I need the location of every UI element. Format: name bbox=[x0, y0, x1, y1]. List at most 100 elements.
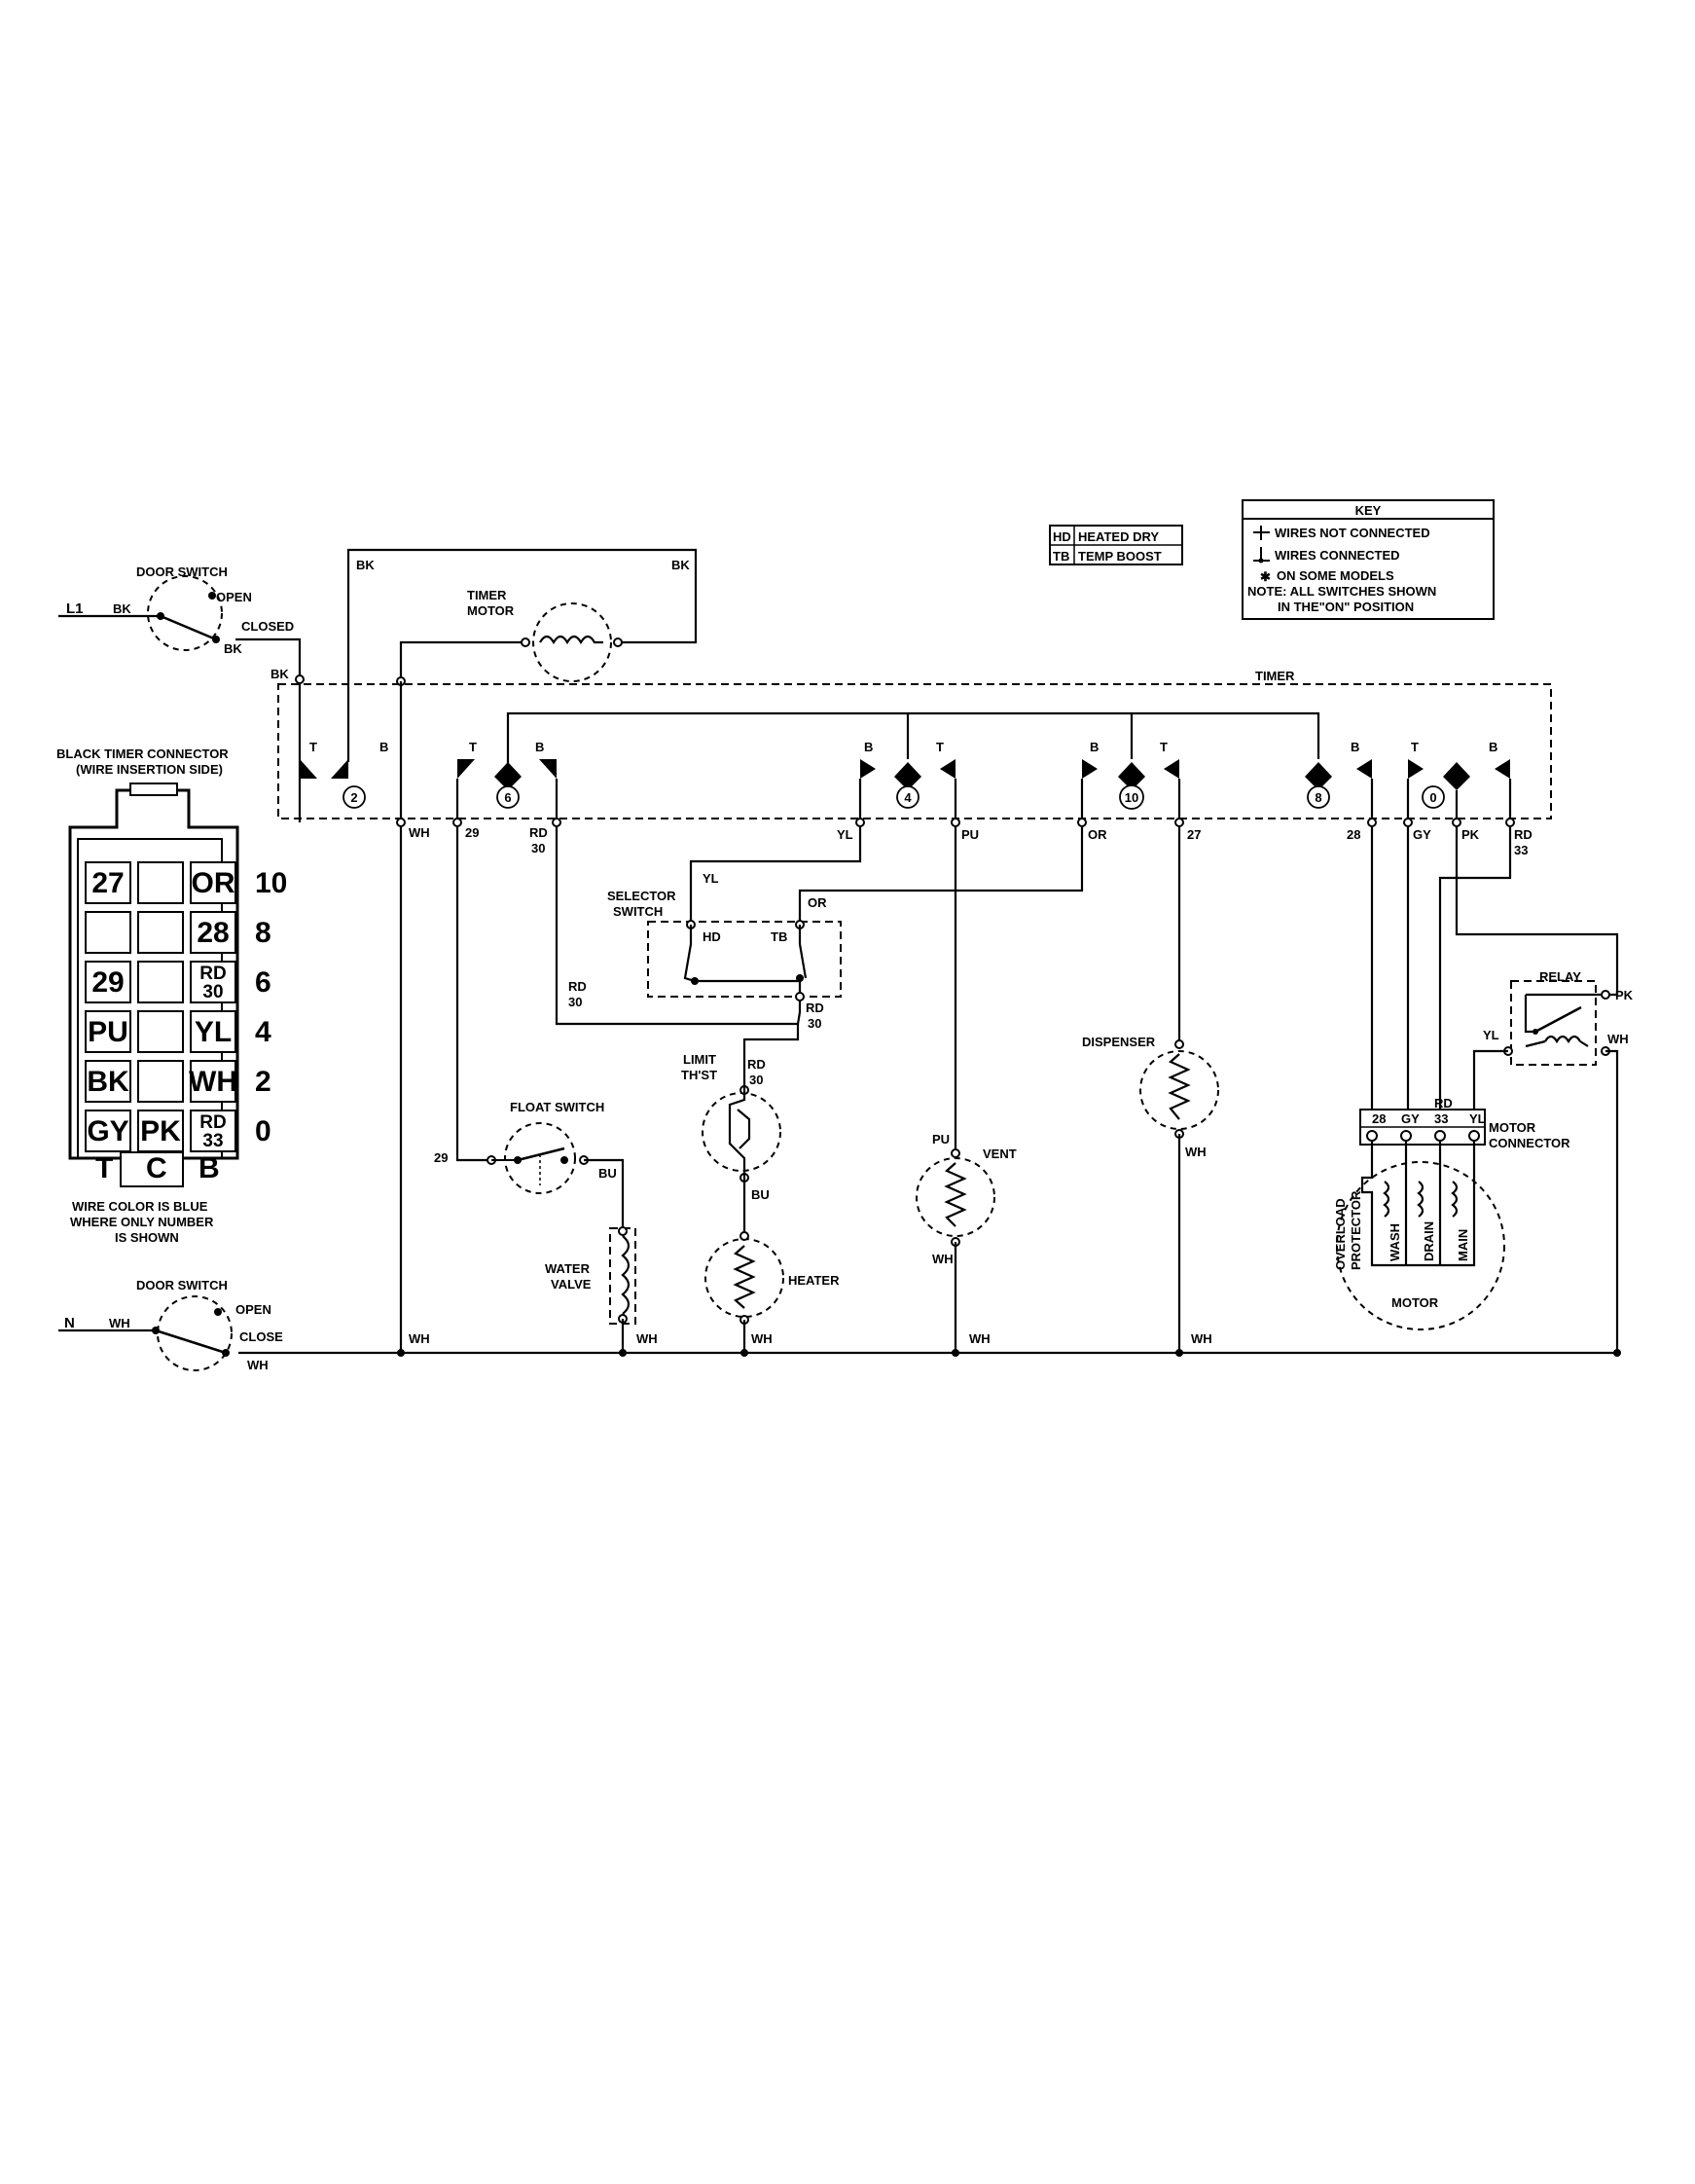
svg-text:IS SHOWN: IS SHOWN bbox=[115, 1230, 179, 1245]
timer-box: TIMER bbox=[277, 669, 1552, 819]
svg-text:SWITCH: SWITCH bbox=[613, 904, 663, 919]
svg-text:HEATER: HEATER bbox=[788, 1273, 840, 1288]
key-connected: WIRES CONNECTED bbox=[1275, 548, 1400, 563]
bk-loop-wire bbox=[346, 548, 698, 762]
motor-label: MOTOR bbox=[1391, 1295, 1439, 1310]
selector-branch: RD 30 RD 30 YL YL OR OR SELECTOR SWITCH … bbox=[529, 779, 1107, 1357]
svg-text:WH: WH bbox=[409, 825, 430, 840]
connector-cell-label: 33 bbox=[202, 1131, 223, 1151]
svg-text:OR: OR bbox=[1088, 827, 1107, 842]
svg-text:RD: RD bbox=[568, 979, 587, 994]
svg-text:28: 28 bbox=[1372, 1111, 1386, 1126]
key-note-line1: NOTE: ALL SWITCHES SHOWN bbox=[1247, 584, 1436, 599]
black-timer-connector: BLACK TIMER CONNECTOR (WIRE INSERTION SI… bbox=[56, 746, 287, 1245]
svg-text:T: T bbox=[469, 740, 477, 754]
connector-cell bbox=[85, 1110, 131, 1152]
connector-cell-label: PU bbox=[88, 1016, 128, 1048]
svg-text:PK: PK bbox=[1461, 827, 1480, 842]
svg-text:WH: WH bbox=[751, 1331, 773, 1346]
svg-text:TIMER: TIMER bbox=[467, 588, 507, 602]
asterisk-icon: ✱ bbox=[1260, 569, 1271, 584]
svg-text:33: 33 bbox=[1514, 843, 1528, 857]
svg-text:RD: RD bbox=[747, 1057, 766, 1072]
timer-contact-6: 6 bbox=[504, 790, 511, 805]
svg-text:YL: YL bbox=[1469, 1111, 1486, 1126]
key-note-line2: IN THE"ON" POSITION bbox=[1278, 600, 1414, 614]
timer-contact-8: 8 bbox=[1315, 790, 1321, 805]
connector-t: T bbox=[95, 1152, 113, 1184]
svg-text:WATER: WATER bbox=[545, 1261, 591, 1276]
svg-text:33: 33 bbox=[1434, 1111, 1448, 1126]
svg-text:30: 30 bbox=[531, 841, 545, 855]
svg-text:PU: PU bbox=[932, 1132, 950, 1147]
svg-text:30: 30 bbox=[568, 995, 582, 1009]
svg-text:YL: YL bbox=[837, 827, 853, 842]
svg-text:RD: RD bbox=[1434, 1096, 1453, 1110]
svg-text:BK: BK bbox=[224, 641, 242, 656]
svg-text:YL: YL bbox=[703, 871, 719, 886]
motor-branch: 28 GY PK RD 33 RELAY PK YL WH bbox=[1333, 779, 1634, 1357]
connector-row-number: 8 bbox=[255, 917, 271, 949]
dispenser-branch: 27 DISPENSER WH WH bbox=[1082, 779, 1219, 1357]
connector-cell bbox=[190, 1110, 236, 1152]
connector-c: C bbox=[146, 1152, 167, 1184]
connector-cell-label: WH bbox=[189, 1066, 237, 1098]
timer-motor-wire bbox=[399, 640, 525, 681]
svg-text:B: B bbox=[864, 740, 873, 754]
svg-text:HD: HD bbox=[703, 929, 721, 944]
svg-text:WHERE ONLY NUMBER: WHERE ONLY NUMBER bbox=[70, 1215, 214, 1229]
svg-text:B: B bbox=[1351, 740, 1359, 754]
svg-text:B: B bbox=[535, 740, 544, 754]
key-box: KEY WIRES NOT CONNECTED WIRES CONNECTED … bbox=[1242, 499, 1495, 620]
svg-text:RD: RD bbox=[806, 1001, 824, 1015]
svg-text:CLOSE: CLOSE bbox=[239, 1329, 283, 1344]
connector-cell-label: YL bbox=[195, 1016, 232, 1048]
connector-cell bbox=[137, 1110, 184, 1152]
svg-text:RD: RD bbox=[1514, 827, 1533, 842]
connector-cell bbox=[85, 961, 131, 1003]
svg-text:BU: BU bbox=[598, 1166, 617, 1181]
connector-cell-label: PK bbox=[140, 1115, 181, 1147]
connector-cell-label: OR bbox=[192, 867, 235, 899]
connector-cell-label: 29 bbox=[91, 966, 124, 999]
svg-text:VALVE: VALVE bbox=[551, 1277, 592, 1292]
svg-text:CLOSED: CLOSED bbox=[241, 619, 294, 634]
legend-tb-code: TB bbox=[1053, 549, 1069, 564]
connector-row-number: 10 bbox=[255, 867, 287, 899]
connector-cell bbox=[137, 861, 184, 904]
timer-contacts: T B 2 T B 6 B T 4 B T 10 B 8 bbox=[300, 740, 1510, 810]
door-switch-top-label: DOOR SWITCH bbox=[136, 564, 228, 579]
svg-text:TB: TB bbox=[771, 929, 787, 944]
svg-text:GY: GY bbox=[1413, 827, 1431, 842]
svg-text:WH: WH bbox=[1185, 1145, 1207, 1159]
svg-text:T: T bbox=[1160, 740, 1168, 754]
connector-cell bbox=[85, 911, 131, 954]
legend-hd-code: HD bbox=[1053, 529, 1071, 544]
svg-text:BK: BK bbox=[671, 558, 690, 572]
float-switch-branch: 29 29 FLOAT SWITCH BU WATER VALVE WH bbox=[434, 779, 658, 1357]
connector-cell bbox=[137, 1060, 184, 1103]
connector-cell bbox=[85, 1010, 131, 1053]
key-not-connected: WIRES NOT CONNECTED bbox=[1275, 526, 1430, 540]
svg-text:WH: WH bbox=[109, 1316, 130, 1330]
svg-text:WH: WH bbox=[409, 1331, 430, 1346]
svg-text:BK: BK bbox=[113, 601, 131, 616]
svg-text:T: T bbox=[936, 740, 944, 754]
connector-b: B bbox=[198, 1152, 220, 1184]
svg-text:T: T bbox=[1411, 740, 1419, 754]
svg-text:TH'ST: TH'ST bbox=[681, 1068, 717, 1082]
svg-text:SELECTOR: SELECTOR bbox=[607, 889, 676, 903]
connector-cell bbox=[137, 911, 184, 954]
timer-contact-10: 10 bbox=[1125, 790, 1138, 805]
svg-text:29: 29 bbox=[465, 825, 479, 840]
l1-feed-wire bbox=[235, 637, 302, 822]
svg-text:BK: BK bbox=[270, 667, 289, 681]
svg-text:B: B bbox=[1090, 740, 1099, 754]
svg-text:PK: PK bbox=[1615, 988, 1634, 1002]
vent-branch: PU PU VENT WH WH bbox=[916, 779, 1017, 1357]
connector-cell bbox=[190, 911, 236, 954]
svg-text:MOTOR: MOTOR bbox=[467, 603, 515, 618]
svg-text:WH: WH bbox=[1607, 1032, 1629, 1046]
svg-text:BLACK TIMER CONNECTOR: BLACK TIMER CONNECTOR bbox=[56, 746, 229, 761]
